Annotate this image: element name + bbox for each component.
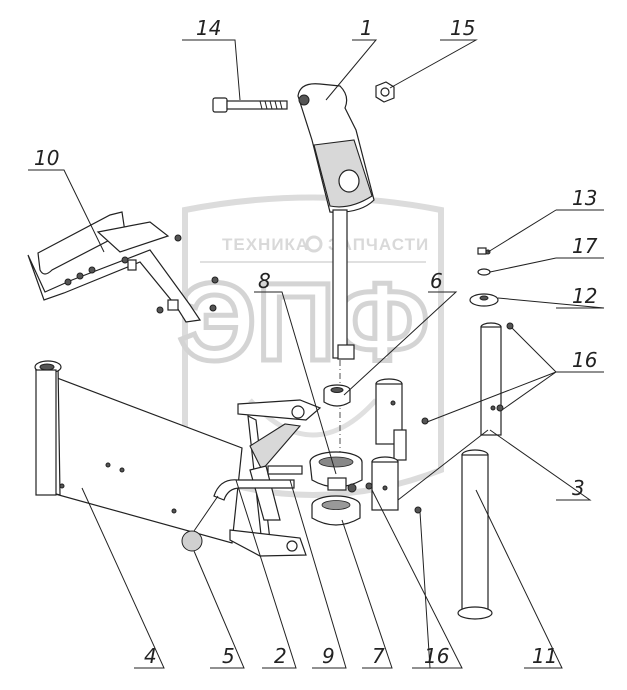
part-8-clamp: [309, 451, 363, 493]
callout-9: 9: [322, 644, 335, 668]
part-17-washer: [477, 268, 491, 276]
part-3-tall-post: [480, 322, 502, 436]
callout-12: 12: [572, 284, 597, 308]
part-12-cap: [469, 293, 499, 307]
callout-5: 5: [222, 644, 235, 668]
part-5-knob: [181, 530, 203, 552]
callout-17: 17: [572, 234, 598, 258]
leader-lines: [28, 39, 605, 669]
part-6-bushing: [323, 384, 351, 407]
callout-6: 6: [430, 269, 443, 293]
part-13-pin: [477, 247, 491, 255]
callout-labels: 14 1 15 10 13 17 12 6 8 16 3 4 5 2 9 7 1…: [34, 16, 598, 668]
callout-2: 2: [274, 644, 287, 668]
callout-13: 13: [572, 186, 597, 210]
callout-14: 14: [196, 16, 221, 40]
callout-7: 7: [372, 644, 385, 668]
part-7-collar: [311, 495, 361, 526]
callout-16-right: 16: [572, 348, 597, 372]
part-14-bolt: [212, 97, 288, 113]
callout-10: 10: [34, 146, 59, 170]
callout-4: 4: [144, 644, 157, 668]
part-15-nut: [375, 81, 395, 103]
watermark-brand-right: ЗАПЧАСТИ: [328, 235, 429, 254]
part-9-eye-rod: [213, 465, 303, 501]
watermark-brand-left: ТЕХНИКА: [222, 235, 309, 254]
part-3-post-assembly: [371, 378, 407, 511]
part-4-mounting-plate: [34, 360, 243, 544]
gear-icon: [305, 235, 323, 253]
callout-1: 1: [360, 16, 373, 40]
callout-8: 8: [258, 269, 271, 293]
callout-16-bottom: 16: [424, 644, 449, 668]
part-16-screws: [365, 322, 514, 514]
callout-15: 15: [450, 16, 475, 40]
part-11-tube: [457, 449, 493, 620]
part-1-lever: [297, 83, 375, 470]
callout-3: 3: [572, 476, 585, 500]
callout-11: 11: [532, 644, 557, 668]
part-10-handle-bracket: [27, 211, 219, 323]
